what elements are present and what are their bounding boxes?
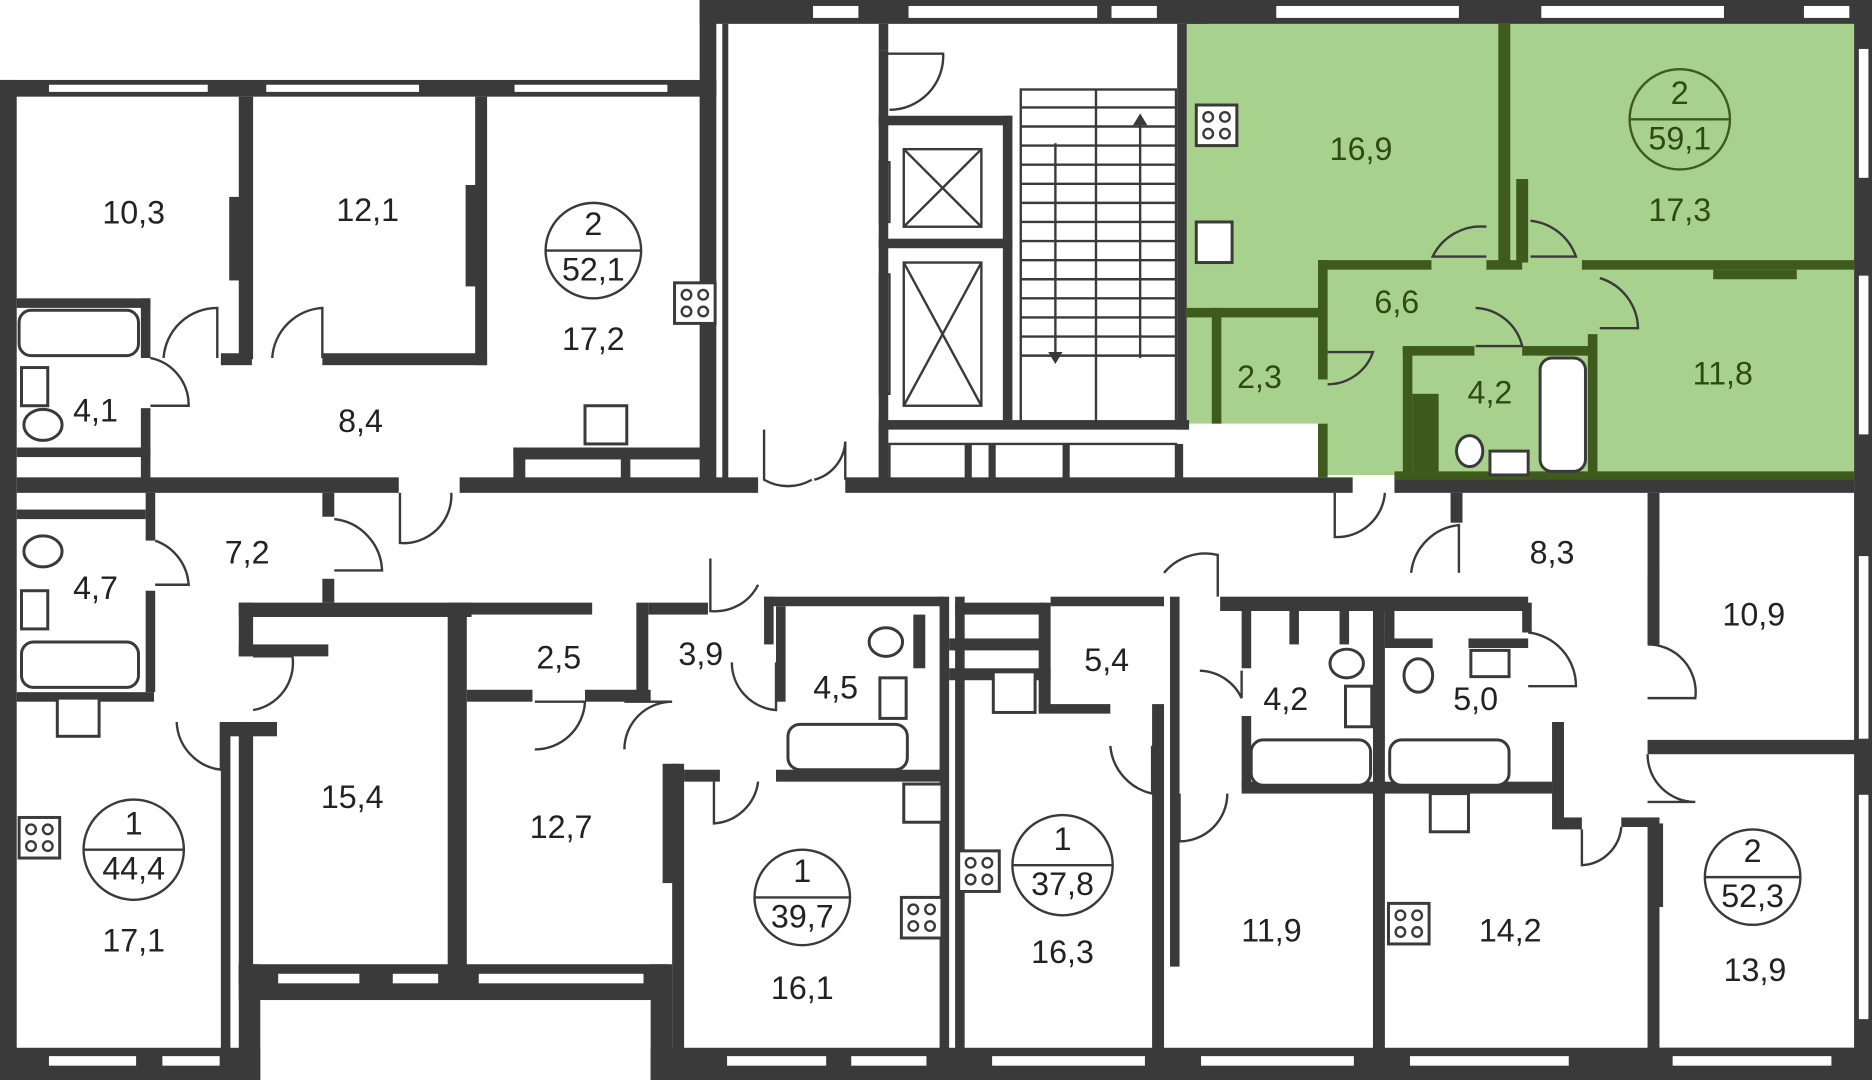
stair-treads [1020,106,1176,357]
apartment-badge[interactable]: 1 37,8 [1011,813,1114,917]
room-area: 4,2 [1263,681,1308,717]
stove-icon [673,281,717,325]
room-area: 12,7 [530,809,593,845]
room-area: 12,1 [336,192,399,228]
room-area: 10,9 [1722,596,1785,632]
interior-walls [16,23,1857,1080]
room-area: 8,3 [1530,534,1575,570]
apartment-rooms: 1 [793,853,811,889]
fixtures [17,103,1587,946]
apartment-area: 52,3 [1721,878,1784,914]
room-area: 8,4 [338,403,383,439]
apartment-area: 59,1 [1648,120,1711,156]
room-area: 6,6 [1374,284,1419,320]
doors [150,52,1697,867]
room-labels: 10,3 12,1 17,2 4,1 8,4 16,9 17,3 6,6 2,3… [73,131,1786,1006]
room-area: 16,3 [1031,934,1094,970]
apartment-area: 52,1 [562,252,625,288]
stove-icon [1194,103,1239,148]
apartment-badge-highlighted[interactable]: 2 59,1 [1628,68,1732,171]
room-area: 3,9 [678,636,723,672]
room-area: 4,7 [73,570,118,606]
room-area: 16,9 [1330,131,1393,167]
apartment-badge[interactable]: 1 39,7 [753,848,852,947]
apartment-badges[interactable]: 2 52,1 2 59,1 1 44,4 1 39,7 1 37,8 [82,68,1802,947]
windows [46,3,1871,1069]
stove-icon [899,895,944,940]
apartment-rooms: 2 [584,206,602,242]
room-area: 17,3 [1648,192,1711,228]
apartment-rooms: 1 [1054,821,1072,857]
room-area: 4,1 [73,392,118,428]
apartment-area: 44,4 [102,851,165,887]
apartment-rooms: 2 [1671,75,1689,111]
apartment-rooms: 2 [1744,833,1762,869]
apartment-badge[interactable]: 2 52,3 [1703,828,1802,927]
room-area: 17,2 [562,321,625,357]
room-area: 16,1 [771,970,834,1006]
room-area: 2,5 [536,639,581,675]
apartment-area: 37,8 [1031,866,1094,902]
room-area: 11,8 [1693,355,1753,391]
stove-icon [1386,901,1431,946]
room-area: 5,0 [1453,681,1498,717]
room-area: 11,9 [1241,913,1301,949]
room-area: 7,2 [225,534,270,570]
room-area: 15,4 [321,779,384,815]
room-area: 5,4 [1084,642,1129,678]
apartment-badge[interactable]: 1 44,4 [82,798,186,901]
room-area: 14,2 [1479,913,1542,949]
room-area: 4,2 [1468,375,1513,411]
room-area: 13,9 [1724,952,1787,988]
apartment-rooms: 1 [125,805,143,841]
apartment-area: 39,7 [771,898,834,934]
stove-icon [957,849,1001,893]
room-area: 2,3 [1237,359,1282,395]
room-area: 17,1 [102,922,165,958]
apartment-badge[interactable]: 2 52,1 [544,201,643,300]
room-area: 10,3 [102,194,165,230]
stove-icon [17,815,62,860]
room-area: 4,5 [813,669,858,705]
